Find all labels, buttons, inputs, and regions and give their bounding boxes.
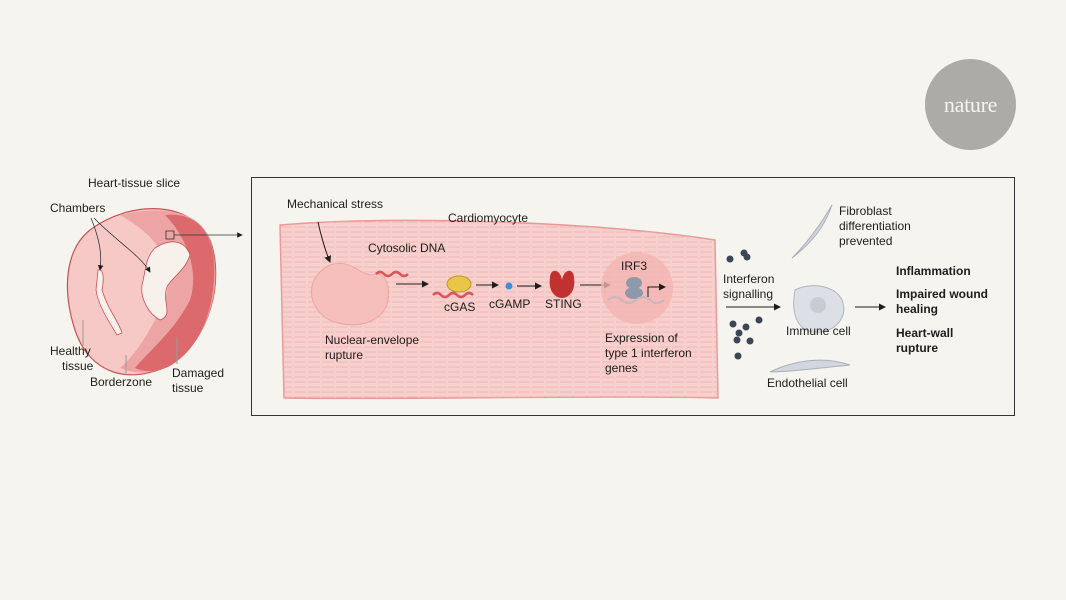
effect-heart-wall-2: rupture [896, 341, 938, 355]
nature-logo: nature [925, 59, 1016, 150]
logo-text: nature [943, 91, 998, 117]
label-interferon-2: signalling [723, 287, 774, 301]
label-cgamp: cGAMP [489, 297, 531, 311]
effect-heart-wall-1: Heart-wall [896, 326, 954, 340]
effect-inflammation: Inflammation [896, 264, 971, 278]
label-fibroblast-2: differentiation [839, 219, 911, 233]
label-chambers: Chambers [50, 201, 106, 215]
label-irf3: IRF3 [621, 259, 648, 273]
label-nuclear-2: rupture [325, 348, 364, 362]
effect-impaired-1: Impaired wound [896, 287, 989, 301]
label-sting: STING [545, 297, 582, 311]
label-healthy-1: Healthy [50, 344, 91, 358]
label-cgas: cGAS [444, 300, 476, 314]
label-immune-cell: Immune cell [786, 324, 851, 338]
label-expression-3: genes [605, 361, 638, 375]
label-healthy-2: tissue [62, 359, 94, 373]
label-fibroblast-1: Fibroblast [839, 204, 892, 218]
heart-title: Heart-tissue slice [88, 176, 181, 190]
pathway-panel [251, 177, 1015, 416]
label-expression-2: type 1 interferon [605, 346, 692, 360]
heart-slice [66, 208, 243, 376]
label-expression-1: Expression of [605, 331, 678, 345]
label-cardiomyocyte: Cardiomyocyte [448, 211, 529, 225]
label-damaged-1: Damaged [172, 366, 225, 380]
label-endothelial-cell: Endothelial cell [767, 376, 848, 390]
interferon-outcomes [726, 204, 886, 373]
label-nuclear-1: Nuclear-envelope [325, 333, 420, 347]
cardiomyocyte [279, 219, 719, 400]
label-borderzone: Borderzone [90, 375, 153, 389]
label-damaged-2: tissue [172, 381, 204, 395]
label-cytosolic-dna: Cytosolic DNA [368, 241, 446, 255]
effect-impaired-2: healing [896, 302, 939, 316]
label-mechanical-stress: Mechanical stress [287, 197, 384, 211]
label-interferon-1: Interferon [723, 272, 775, 286]
label-fibroblast-3: prevented [839, 234, 893, 248]
